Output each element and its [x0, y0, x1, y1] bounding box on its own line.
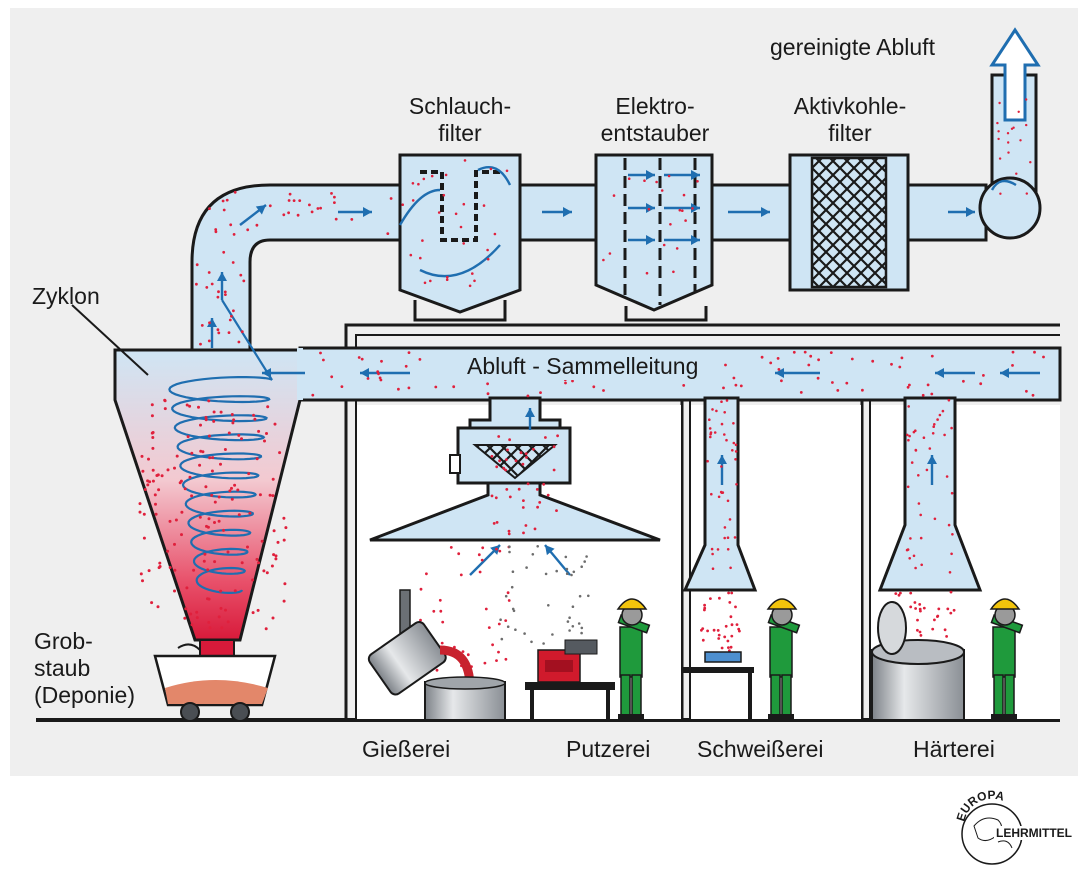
flow-arrow: [544, 544, 571, 576]
flow-arrow: [525, 408, 535, 430]
label-coarse-dust: Grob- staub (Deponie): [34, 628, 135, 709]
flow-arrow: [628, 203, 655, 213]
label-coarse-dust-line2: staub: [34, 655, 91, 681]
worker-icon: [766, 598, 801, 720]
exhaust-arrow-icon: [989, 27, 1041, 122]
flow-arrow: [628, 235, 655, 245]
label-electrostatic-line1: Elektro-: [615, 93, 695, 119]
europa-lehrmittel-logo: EUROPA LEHRMITTEL: [954, 788, 1082, 865]
flow-arrow: [360, 368, 410, 378]
label-hardening: Härterei: [913, 736, 995, 762]
label-foundry: Gießerei: [362, 736, 451, 762]
label-fettling: Putzerei: [566, 736, 651, 762]
label-electrostatic: Elektro- entstauber: [578, 93, 732, 147]
flow-arrow: [239, 204, 267, 226]
dust-cart-icon: [153, 643, 277, 722]
flow-arrow: [948, 207, 975, 217]
label-collector: Abluft - Sammelleitung: [463, 353, 703, 380]
dust-particles: [138, 98, 1045, 672]
airflow-arrows: [207, 165, 1040, 576]
label-coarse-dust-line3: (Deponie): [34, 682, 135, 708]
cyclone-icon: [71, 299, 347, 659]
worker-icon: [989, 598, 1024, 720]
flow-arrow: [927, 455, 937, 485]
workers: [616, 598, 1024, 720]
flow-arrow: [338, 207, 372, 217]
label-exhaust-out: gereinigte Abluft: [770, 34, 935, 60]
flow-arrow: [469, 544, 501, 576]
logo-bottom-text: LEHRMITTEL: [996, 826, 1072, 840]
flow-arrow: [664, 203, 700, 213]
carbon-filter-icon: [788, 153, 910, 292]
flow-arrow: [717, 455, 727, 485]
flow-arrow: [542, 207, 572, 217]
flow-arrow: [775, 368, 820, 378]
label-carbon-filter-line1: Aktivkohle-: [793, 93, 907, 119]
flow-arrow: [1000, 368, 1040, 378]
label-bag-filter-line1: Schlauch-: [408, 93, 512, 119]
flow-arrow: [664, 235, 700, 245]
label-electrostatic-line2: entstauber: [600, 120, 710, 146]
label-carbon-filter-line2: filter: [828, 120, 872, 146]
flow-arrow: [935, 368, 975, 378]
ladle-icon: [367, 589, 506, 721]
flow-arrow: [728, 207, 770, 217]
flow-arrow: [664, 170, 700, 180]
flow-arrow: [207, 318, 217, 348]
label-cyclone: Zyklon: [32, 283, 100, 309]
grinding-table: [525, 639, 615, 720]
label-carbon-filter: Aktivkohle- filter: [772, 93, 928, 147]
flow-arrow: [217, 272, 227, 300]
label-bag-filter: Schlauch- filter: [384, 93, 536, 147]
label-bag-filter-line2: filter: [438, 120, 482, 146]
flow-arrow: [628, 170, 655, 180]
flow-arrow: [262, 368, 305, 378]
worker-icon: [616, 598, 651, 720]
bag-filter-icon: [398, 153, 522, 322]
electrostatic-precipitator-icon: [594, 153, 714, 322]
label-welding: Schweißerei: [697, 736, 824, 762]
welding-table: [682, 651, 754, 720]
hardening-furnace: [871, 601, 965, 721]
label-coarse-dust-line1: Grob-: [34, 628, 93, 654]
